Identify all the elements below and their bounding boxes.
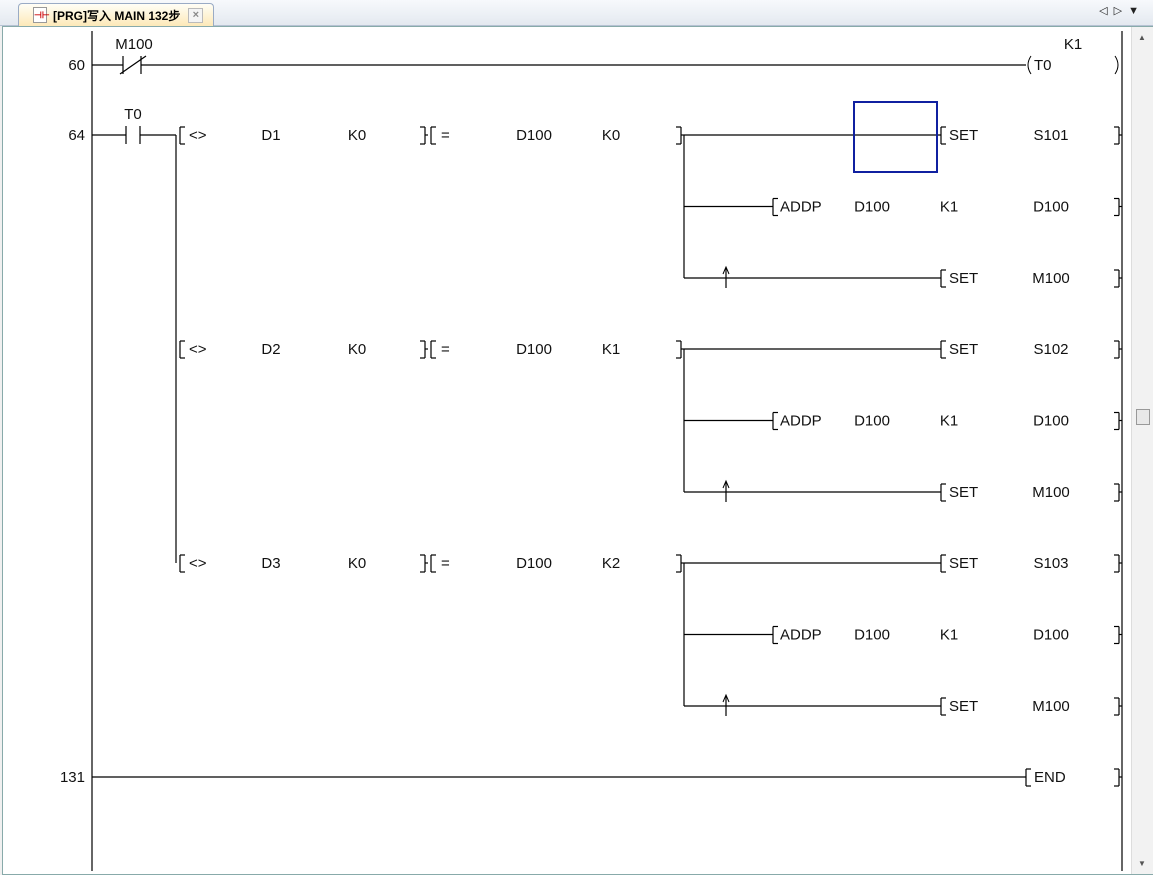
ladder-file-icon: ⊣⊢ (33, 7, 50, 23)
vertical-scrollbar[interactable]: ▲ ▼ (1131, 27, 1153, 874)
contact-label: M100 (115, 36, 153, 53)
operand: D100 (1033, 627, 1069, 644)
tab-main-program[interactable]: ⊣⊢ [PRG]写入 MAIN 132步 × (18, 3, 214, 26)
compare-operator: = (441, 341, 450, 358)
compare-operator: <> (189, 341, 207, 358)
operand: K1 (940, 627, 958, 644)
operand: M100 (1032, 698, 1070, 715)
instruction: SET (949, 484, 978, 501)
operand: S103 (1033, 555, 1068, 572)
compare-operand: D100 (516, 127, 552, 144)
instruction: SET (949, 127, 978, 144)
instruction: ADDP (780, 627, 822, 644)
instruction: SET (949, 341, 978, 358)
coil-bracket (1114, 55, 1119, 75)
scroll-down-icon[interactable]: ▼ (1138, 859, 1146, 868)
compare-operand: K0 (602, 127, 620, 144)
end-instruction: END (1034, 769, 1066, 786)
operand: D100 (854, 413, 890, 430)
tab-nav: ◁▷▼ (1099, 4, 1145, 17)
coil-bracket (1027, 55, 1032, 75)
compare-operand: D3 (261, 555, 280, 572)
tab-prev-icon[interactable]: ◁ (1099, 5, 1114, 17)
compare-operand: D100 (516, 555, 552, 572)
scroll-thumb[interactable] (1136, 409, 1150, 425)
operand: K1 (940, 413, 958, 430)
nc-contact (119, 55, 147, 75)
step-number: 131 (60, 769, 85, 786)
compare-operand: K0 (348, 127, 366, 144)
operand: M100 (1032, 270, 1070, 287)
operand: S102 (1033, 341, 1068, 358)
step-number: 60 (68, 57, 85, 74)
compare-operator: = (441, 127, 450, 144)
cursor-box (853, 101, 938, 173)
operand: M100 (1032, 484, 1070, 501)
contact-label: T0 (124, 106, 142, 123)
close-icon[interactable]: × (188, 7, 204, 23)
compare-operand: D1 (261, 127, 280, 144)
instruction: ADDP (780, 413, 822, 430)
coil-setting: K1 (1064, 36, 1082, 53)
operand: D100 (1033, 199, 1069, 216)
compare-operand: K0 (348, 341, 366, 358)
step-number: 64 (68, 127, 85, 144)
tab-next-icon[interactable]: ▷ (1113, 5, 1129, 17)
compare-operand: K0 (348, 555, 366, 572)
tab-bar: ⊣⊢ [PRG]写入 MAIN 132步 × ◁▷▼ (0, 0, 1153, 26)
instruction: SET (949, 698, 978, 715)
tab-title: [PRG]写入 MAIN 132步 (53, 8, 181, 23)
instruction: ADDP (780, 199, 822, 216)
operand: S101 (1033, 127, 1068, 144)
rising-edge-marker (722, 479, 730, 489)
operand: D100 (1033, 413, 1069, 430)
operand: D100 (854, 627, 890, 644)
compare-operand: K1 (602, 341, 620, 358)
coil-name: T0 (1034, 57, 1052, 74)
compare-operator: = (441, 555, 450, 572)
operand: K1 (940, 199, 958, 216)
tab-list-icon[interactable]: ▼ (1128, 5, 1145, 17)
rising-edge-marker (722, 265, 730, 275)
operand: D100 (854, 199, 890, 216)
instruction: SET (949, 555, 978, 572)
scroll-up-icon[interactable]: ▲ (1138, 33, 1146, 42)
rising-edge-marker (722, 693, 730, 703)
compare-operator: <> (189, 127, 207, 144)
compare-operand: D2 (261, 341, 280, 358)
instruction: SET (949, 270, 978, 287)
compare-operator: <> (189, 555, 207, 572)
compare-operand: K2 (602, 555, 620, 572)
compare-operand: D100 (516, 341, 552, 358)
